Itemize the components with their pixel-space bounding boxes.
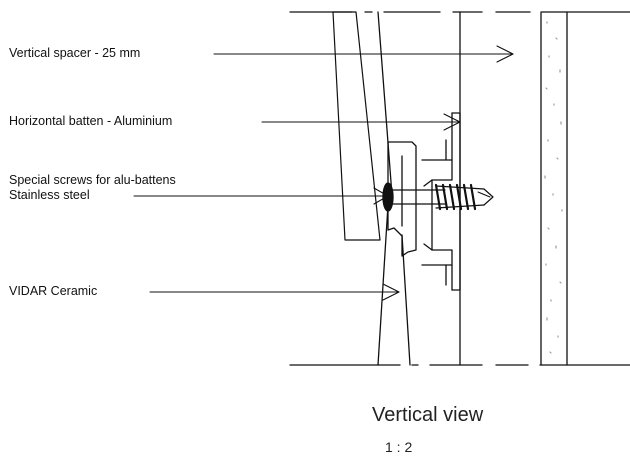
label-screws-line1: Special screws for alu-battens — [9, 173, 176, 187]
label-vidar-ceramic: VIDAR Ceramic — [9, 284, 98, 298]
wall-hatching — [544, 21, 563, 354]
label-screws-line2: Stainless steel — [9, 188, 90, 202]
stainless-screw — [382, 182, 494, 212]
leader-screws — [133, 187, 389, 205]
leader-ceramic — [149, 283, 400, 301]
wall-substrate — [540, 11, 568, 366]
leader-spacer — [213, 45, 514, 63]
caption-title: Vertical view — [372, 404, 484, 426]
ceramic-panel-upper — [332, 11, 381, 241]
screw-thread — [434, 183, 477, 211]
ceramic-clip — [387, 141, 417, 257]
label-vertical-spacer: Vertical spacer - 25 mm — [9, 46, 141, 60]
leader-batten — [261, 113, 461, 131]
ceramic-panel-lower-back — [401, 234, 411, 366]
aluminium-batten — [421, 112, 461, 291]
caption-scale: 1 : 2 — [385, 439, 413, 455]
ceramic-panel-lower-front — [377, 204, 389, 366]
ceramic-panel-edge — [377, 11, 393, 196]
label-horizontal-batten: Horizontal batten - Aluminium — [9, 114, 173, 128]
